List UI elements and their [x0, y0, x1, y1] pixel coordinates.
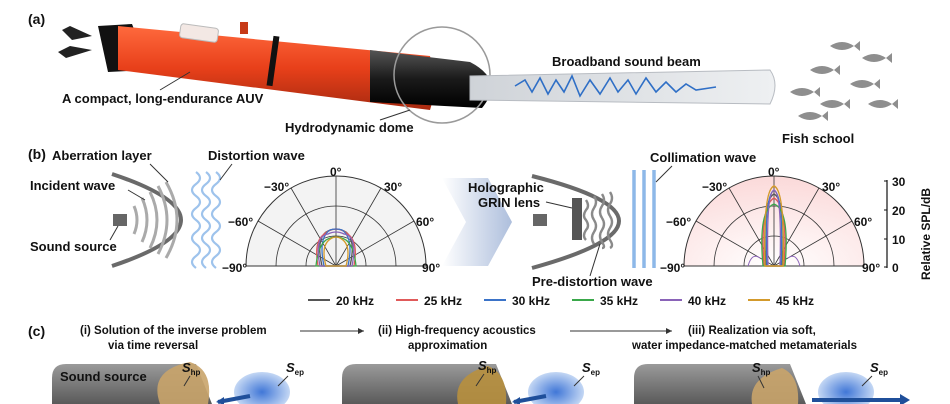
legend-label-25: 25 kHz	[424, 294, 462, 308]
incident-wavefronts	[132, 181, 179, 259]
step3-line2: water impedance-matched metamaterials	[631, 340, 857, 352]
left-tick-90: 90°	[422, 261, 440, 275]
left-tick-60: 60°	[416, 215, 434, 229]
grin-lens-curve	[531, 174, 621, 270]
s-hp-3: Shp	[752, 360, 771, 377]
aberration-layer-curve	[111, 172, 183, 268]
right-tick-90: 90°	[862, 261, 880, 275]
panel-b-label: (b)	[28, 146, 46, 162]
grin-lens-block	[572, 198, 582, 240]
incident-label: Incident wave	[30, 178, 115, 193]
s-ep-3: Sep	[870, 360, 888, 377]
s-ep-3-leader	[861, 375, 873, 387]
collimation-leader	[655, 165, 673, 183]
step2-line2: approximation	[408, 340, 487, 352]
beam-label: Broadband sound beam	[552, 54, 701, 69]
right-tick-30: 30°	[822, 180, 840, 194]
left-tick-m60: −60°	[228, 215, 253, 229]
spl-tick-20: 20	[892, 204, 906, 218]
step3-line1: (iii) Realization via soft,	[688, 325, 816, 337]
auv-leader-line	[159, 71, 191, 91]
auv-label: A compact, long-endurance AUV	[62, 91, 264, 106]
dome-highlight-circle	[393, 26, 491, 124]
left-tick-0: 0°	[330, 165, 342, 179]
spl-tick-0: 0	[892, 261, 899, 275]
right-tick-m90: −90°	[660, 261, 685, 275]
left-tick-30: 30°	[384, 180, 402, 194]
collimation-label: Collimation wave	[650, 150, 756, 165]
s-ep-2: Sep	[582, 360, 600, 377]
cylinder-step2	[342, 364, 584, 404]
legend-label-40: 40 kHz	[688, 294, 726, 308]
left-tick-m90: −90°	[222, 261, 247, 275]
collimation-wavefronts	[632, 170, 656, 268]
s-hp-1: Shp	[182, 360, 201, 377]
dome-label: Hydrodynamic dome	[285, 120, 414, 135]
panel-a-label: (a)	[28, 11, 45, 27]
legend-label-35: 35 kHz	[600, 294, 638, 308]
polar-plot-left	[245, 175, 427, 267]
dome-leader-line	[379, 109, 411, 121]
sound-waveform	[514, 74, 717, 98]
cylinder-step3	[634, 364, 910, 404]
step1-line1: (i) Solution of the inverse problem	[80, 325, 267, 337]
transition-arrow	[442, 178, 512, 266]
source-leader	[109, 225, 119, 241]
right-tick-60: 60°	[854, 215, 872, 229]
fish-label: Fish school	[782, 131, 854, 146]
legend-label-20: 20 kHz	[336, 294, 374, 308]
source-label: Sound source	[30, 239, 117, 254]
spl-axis	[884, 180, 888, 268]
spl-tick-30: 30	[892, 175, 906, 189]
sound-source-block-2	[533, 214, 547, 226]
aberration-leader	[149, 163, 169, 183]
s-hp-3-leader	[757, 375, 765, 389]
cylinder-step1	[52, 362, 290, 404]
s-ep-2-leader	[573, 375, 585, 387]
s-ep-1: Sep	[286, 360, 304, 377]
frequency-legend: 20 kHz 25 kHz 30 kHz 35 kHz 40 kHz 45 kH…	[308, 294, 814, 308]
distortion-label: Distortion wave	[208, 148, 305, 163]
legend-label-45: 45 kHz	[776, 294, 814, 308]
predistortion-wavefronts	[582, 191, 614, 250]
sound-source-block	[113, 214, 127, 226]
s-hp-1-leader	[183, 375, 191, 387]
right-tick-m30: −30°	[702, 180, 727, 194]
cylinder-source-label: Sound source	[60, 369, 147, 384]
holographic-leader	[545, 201, 573, 209]
polar-plot-right	[683, 175, 865, 267]
predistortion-leader	[589, 243, 601, 277]
spl-axis-title: Relative SPL/dB	[919, 188, 933, 280]
fish-school	[790, 41, 898, 121]
aberration-label: Aberration layer	[52, 148, 152, 163]
s-ep-1-leader	[277, 375, 289, 387]
s-hp-2-leader	[475, 373, 485, 387]
right-tick-0: 0°	[768, 165, 780, 179]
step2-line1: (ii) High-frequency acoustics	[378, 325, 536, 337]
holographic-label-1: Holographic	[468, 180, 544, 195]
panel-c-label: (c)	[28, 323, 45, 339]
legend-label-30: 30 kHz	[512, 294, 550, 308]
distortion-wavefronts	[190, 171, 222, 269]
left-tick-m30: −30°	[264, 180, 289, 194]
distortion-leader	[219, 163, 233, 181]
right-tick-m60: −60°	[666, 215, 691, 229]
step1-arrowhead	[358, 328, 364, 334]
step2-arrowhead	[666, 328, 672, 334]
spl-tick-10: 10	[892, 233, 906, 247]
auv-body	[58, 22, 492, 110]
step1-line2: via time reversal	[108, 340, 198, 352]
incident-leader	[127, 189, 146, 201]
s-hp-2: Shp	[478, 358, 497, 375]
predistortion-label: Pre-distortion wave	[532, 274, 653, 289]
holographic-label-2: GRIN lens	[478, 195, 540, 210]
